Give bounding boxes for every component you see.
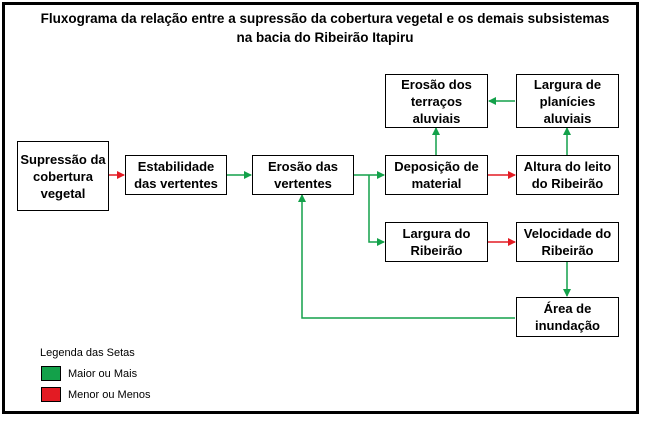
- legend-title: Legenda das Setas: [40, 347, 135, 359]
- node-largura-ribeirao: Largura do Ribeirão: [385, 222, 488, 262]
- legend-swatch-green: [41, 366, 61, 381]
- arrow-area-erosao: [298, 194, 515, 319]
- title-line-1: Fluxograma da relação entre a supressão …: [40, 11, 610, 26]
- node-velocidade: Velocidade do Ribeirão: [516, 222, 619, 262]
- node-estabilidade: Estabilidade das vertentes: [125, 155, 227, 195]
- title-line-2: na bacia do Ribeirão Itapiru: [236, 30, 414, 45]
- node-erosao-terracos: Erosão dos terraços aluviais: [385, 74, 488, 128]
- diagram-title: Fluxograma da relação entre a supressão …: [20, 9, 630, 47]
- node-supressao: Supressão da cobertura vegetal: [17, 141, 109, 211]
- node-area-inundacao: Área de inundação: [516, 297, 619, 337]
- arrow-erosao-largura: [368, 175, 385, 246]
- node-largura-planicies: Largura de planícies aluviais: [516, 74, 619, 128]
- node-altura-leito: Altura do leito do Ribeirão: [516, 155, 619, 195]
- legend-label-red: Menor ou Menos: [68, 389, 151, 401]
- node-deposicao: Deposição de material: [385, 155, 488, 195]
- diagram-frame: [2, 2, 639, 414]
- legend-label-green: Maior ou Mais: [68, 368, 138, 380]
- legend-swatch-red: [41, 387, 61, 402]
- node-erosao-vertentes: Erosão das vertentes: [252, 155, 354, 195]
